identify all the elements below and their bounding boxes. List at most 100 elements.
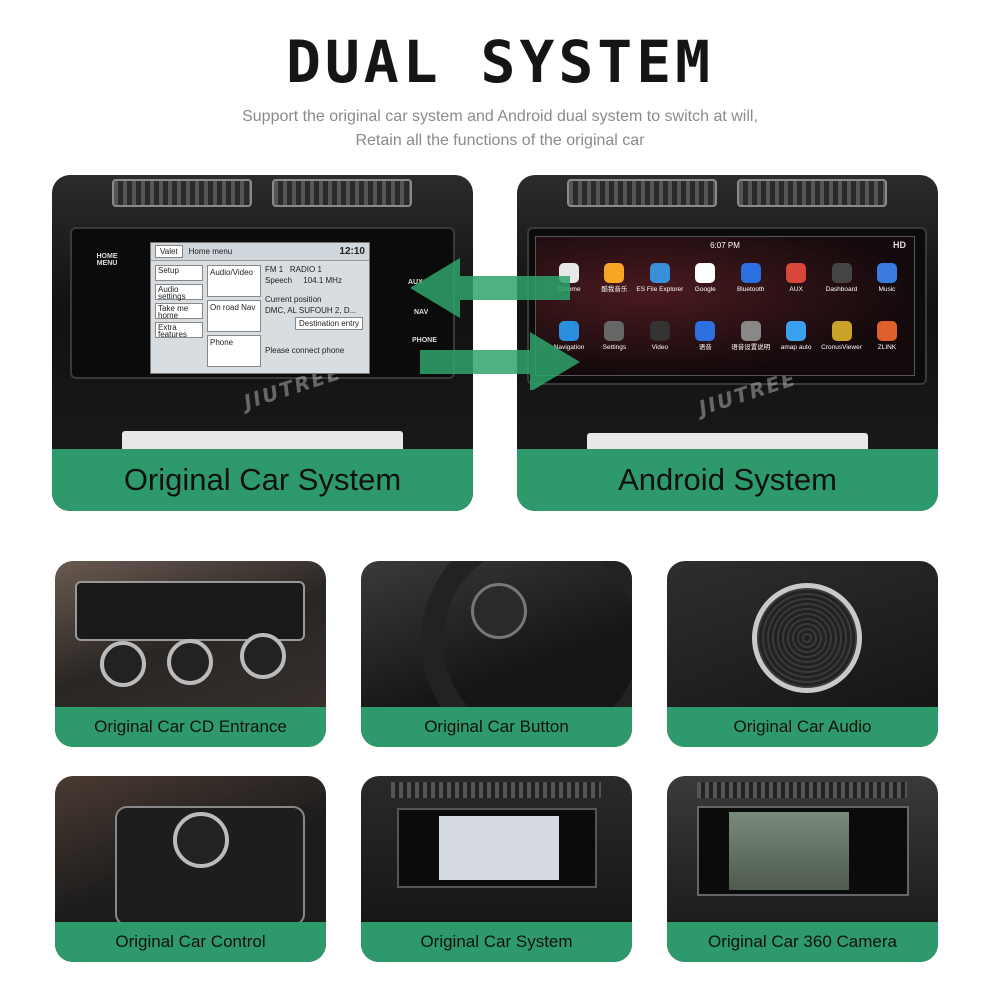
app-map-pin[interactable]: Navigation: [548, 321, 590, 351]
radio-band: FM 1: [265, 265, 284, 274]
app-aux-cable[interactable]: AUX: [775, 263, 817, 293]
app-label: 酷我音乐: [601, 286, 628, 293]
caption-car-system: Original Car System: [361, 922, 632, 962]
aux-label: AUX: [408, 279, 423, 286]
app-label: 语音: [698, 344, 712, 351]
menu-extra-features[interactable]: Extra features: [155, 322, 203, 339]
feature-car-control: Original Car Control: [55, 776, 326, 962]
gear-icon: [604, 321, 625, 341]
app-label: CronusViewer: [821, 344, 862, 351]
ai-os-icon: [695, 321, 716, 341]
source-column: Audio/Video On road Nav Phone: [207, 265, 261, 370]
app-label: Video: [651, 344, 669, 351]
app-label: ES File Explorer: [636, 286, 684, 293]
arrow-right-icon: [420, 332, 580, 390]
mic-icon: [740, 321, 761, 341]
freq-row: Speech 104.1 MHz: [265, 276, 367, 285]
feature-car-button: Original Car Button: [361, 561, 632, 747]
climate-strip: [122, 431, 403, 453]
app-amap[interactable]: amap auto: [775, 321, 817, 351]
tile-phone[interactable]: Phone: [207, 335, 261, 367]
caption-original-system: Original Car System: [52, 449, 473, 511]
app-row-1: Chrome酷我音乐ES File ExplorerGoogleBluetoot…: [548, 263, 908, 293]
position-value: DMC, AL SUFOUH 2, D...: [265, 306, 357, 315]
info-column: FM 1 RADIO 1 Speech 104.1 MHz Current po…: [265, 265, 367, 357]
feature-car-system: Original Car System: [361, 776, 632, 962]
home-menu-label: HOME MENU: [96, 253, 118, 267]
app-music[interactable]: Music: [866, 263, 908, 293]
app-label: Music: [878, 286, 896, 293]
speech-label: Speech: [265, 276, 293, 285]
app-label: Google: [694, 286, 716, 293]
app-label: ZLINK: [877, 344, 897, 351]
app-mic[interactable]: 语音设置说明: [730, 321, 772, 351]
app-google[interactable]: Google: [684, 263, 726, 293]
app-bluetooth[interactable]: Bluetooth: [730, 263, 772, 293]
crown-icon: [831, 321, 852, 341]
google-icon: [695, 263, 716, 283]
feature-car-audio: Original Car Audio: [667, 561, 938, 747]
connect-phone-text: Please connect phone: [265, 346, 345, 355]
app-gear[interactable]: Settings: [593, 321, 635, 351]
air-vent: [567, 179, 717, 207]
app-label: Navigation: [553, 344, 585, 351]
tile-on-road-nav[interactable]: On road Nav: [207, 300, 261, 332]
subtitle-line-1: Support the original car system and Andr…: [242, 108, 758, 125]
app-label: amap auto: [780, 344, 812, 351]
phone-label: PHONE: [412, 337, 437, 344]
frequency: 104.1 MHz: [303, 276, 342, 285]
air-vent: [272, 179, 412, 207]
hd-indicator: HD: [893, 240, 906, 250]
valet-button[interactable]: Valet: [155, 245, 183, 258]
radio-row: FM 1 RADIO 1: [265, 265, 367, 274]
zlink-icon: [876, 321, 897, 341]
music-icon: [876, 263, 897, 283]
android-screen: 6:07 PM HD Chrome酷我音乐ES File ExplorerGoo…: [535, 236, 915, 376]
caption-car-button: Original Car Button: [361, 707, 632, 747]
tile-audio-video[interactable]: Audio/Video: [207, 265, 261, 297]
page-title: DUAL SYSTEM: [285, 28, 715, 96]
app-kuwo[interactable]: 酷我音乐: [593, 263, 635, 293]
app-label: Settings: [602, 344, 627, 351]
nav-label: NAV: [414, 309, 429, 316]
air-vent: [737, 179, 887, 207]
caption-cd-entrance: Original Car CD Entrance: [55, 707, 326, 747]
amap-icon: [786, 321, 807, 341]
menu-column: Setup Audio settings Take me home Extra …: [155, 265, 203, 341]
kuwo-icon: [604, 263, 625, 283]
clapper-icon: [649, 321, 670, 341]
home-menu-title: Home menu: [188, 247, 233, 256]
menu-setup[interactable]: Setup: [155, 265, 203, 281]
app-zlink[interactable]: ZLINK: [866, 321, 908, 351]
folder-icon: [649, 263, 670, 283]
app-row-2: Navigation Settings Video 语音 语音设置说明 amap auto…: [548, 321, 908, 351]
position-label: Current position: [265, 295, 322, 304]
app-label: AUX: [789, 286, 803, 293]
switch-arrows: [410, 258, 580, 390]
android-clock: 6:07 PM: [710, 241, 740, 250]
caption-car-audio: Original Car Audio: [667, 707, 938, 747]
app-speedometer[interactable]: Dashboard: [821, 263, 863, 293]
app-label: Dashboard: [825, 286, 858, 293]
air-vent: [112, 179, 252, 207]
destination-entry-button[interactable]: Destination entry: [295, 317, 364, 330]
feature-cd-entrance: Original Car CD Entrance: [55, 561, 326, 747]
app-ai-os[interactable]: 语音: [684, 321, 726, 351]
app-clapper[interactable]: Video: [639, 321, 681, 351]
radio-name: RADIO 1: [289, 265, 322, 274]
feature-car-360-camera: Original Car 360 Camera: [667, 776, 938, 962]
screen-clock: 12:10: [339, 246, 365, 257]
arrow-left-icon: [410, 258, 570, 318]
subtitle-line-2: Retain all the functions of the original…: [355, 132, 645, 149]
menu-take-me-home[interactable]: Take me home: [155, 303, 203, 320]
bluetooth-icon: [740, 263, 761, 283]
app-crown[interactable]: CronusViewer: [821, 321, 863, 351]
caption-android-system: Android System: [517, 449, 938, 511]
aux-cable-icon: [786, 263, 807, 283]
app-label: Bluetooth: [736, 286, 765, 293]
map-pin-icon: [559, 321, 579, 341]
app-label: 语音设置说明: [731, 344, 771, 351]
app-folder[interactable]: ES File Explorer: [636, 263, 684, 293]
caption-car-control: Original Car Control: [55, 922, 326, 962]
menu-audio-settings[interactable]: Audio settings: [155, 284, 203, 301]
